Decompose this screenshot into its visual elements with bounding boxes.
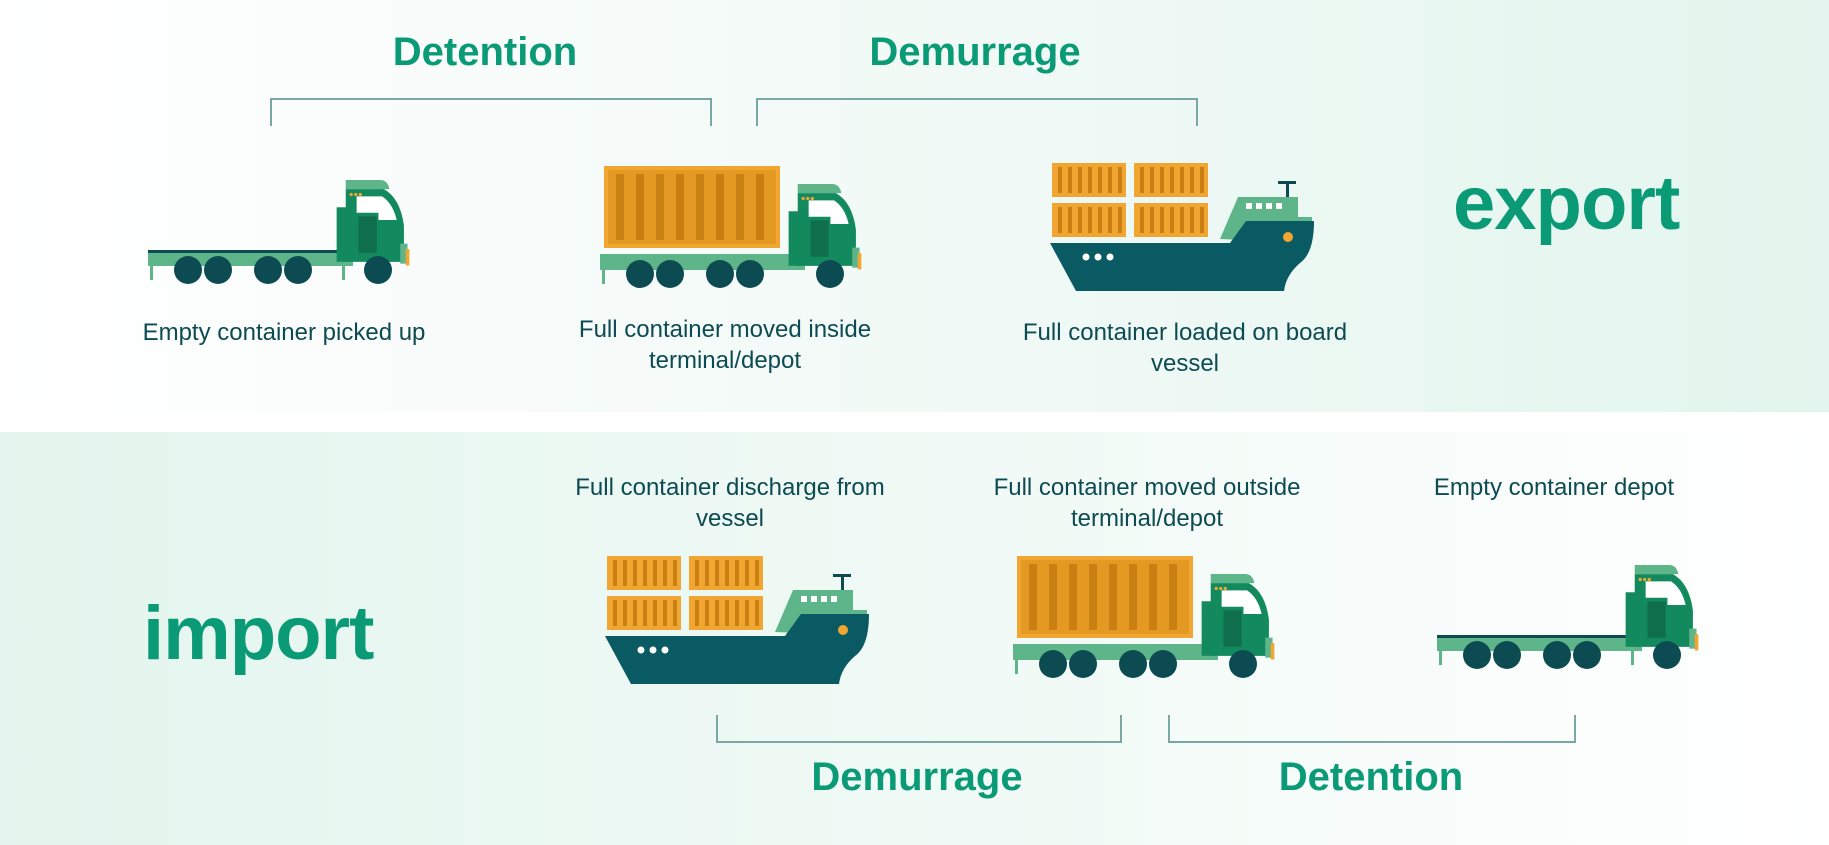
import-detention-bracket [1168, 715, 1576, 743]
container-truck-icon [600, 166, 870, 296]
export-step-2-caption: Full container moved inside terminal/dep… [578, 316, 872, 374]
empty-truck-icon [148, 170, 418, 290]
empty-truck-icon [1437, 555, 1707, 675]
export-detention-label: Detention [392, 30, 578, 74]
export-demurrage-bracket [756, 98, 1198, 126]
export-title: export [1453, 161, 1680, 246]
export-step-1-caption: Empty container picked up [142, 319, 426, 346]
export-step-3-caption: Full container loaded on board vessel [1022, 319, 1348, 377]
import-demurrage-label: Demurrage [811, 755, 1023, 799]
import-title: import [143, 591, 374, 676]
export-demurrage-label: Demurrage [869, 30, 1081, 74]
export-section [0, 0, 1829, 412]
import-step-3-caption: Empty container depot [1433, 474, 1675, 501]
import-step-2-caption: Full container moved outside terminal/de… [993, 474, 1301, 532]
import-detention-label: Detention [1278, 755, 1464, 799]
export-detention-bracket [270, 98, 712, 126]
container-ship-icon [605, 556, 875, 686]
container-truck-icon [1013, 556, 1283, 686]
import-step-1-caption: Full container discharge from vessel [575, 474, 885, 532]
container-ship-icon [1050, 163, 1320, 293]
import-demurrage-bracket [716, 715, 1122, 743]
